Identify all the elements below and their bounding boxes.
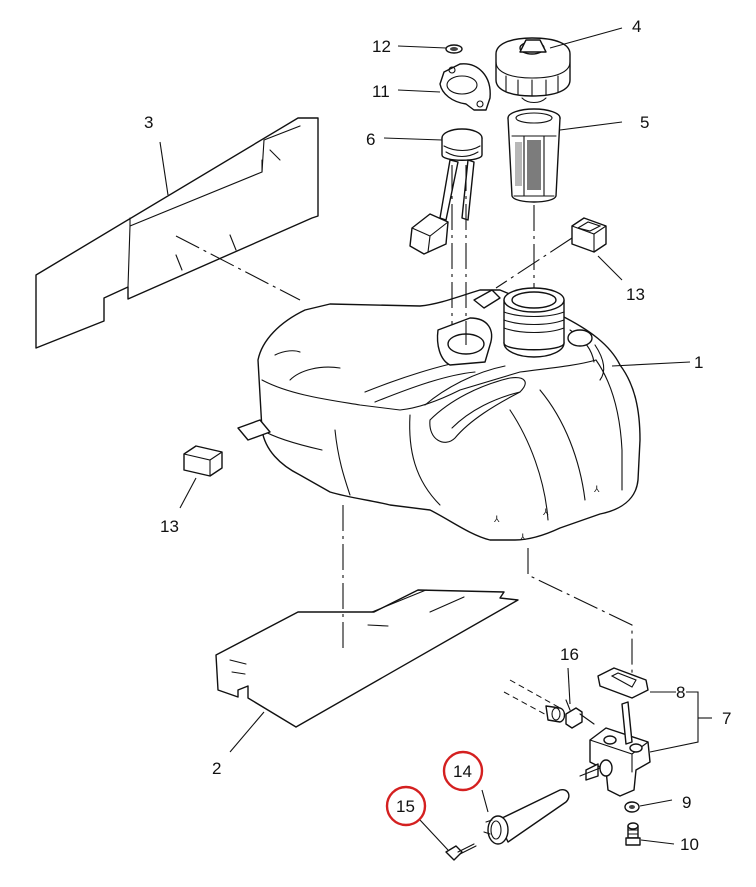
- part-8-gasket: [597, 667, 649, 699]
- part-11-gasket: [439, 63, 491, 111]
- callout-6: 6: [366, 130, 375, 149]
- part-9-washer: [624, 801, 640, 813]
- callout-4: 4: [632, 17, 641, 36]
- callout-5: 5: [640, 113, 649, 132]
- part-15-screw: [445, 843, 477, 861]
- fuel-cock-alignment-line: [527, 548, 633, 690]
- callout-14: 14: [453, 762, 472, 781]
- svg-text:⅄: ⅄: [593, 484, 600, 494]
- part-14-fuel-cock-lever: [483, 788, 570, 845]
- part-3-cover-plate: [35, 117, 319, 349]
- callout-10: 10: [680, 835, 699, 854]
- svg-text:⅄: ⅄: [493, 514, 500, 524]
- part-1-fuel-tank: ⅄ ⅄ ⅄ ⅄: [237, 287, 641, 542]
- part-3-alignment-line: [175, 235, 301, 301]
- part-7-fuel-cock-body: [579, 701, 651, 797]
- callout-13-lower: 13: [160, 517, 179, 536]
- callout-2: 2: [212, 759, 221, 778]
- svg-text:⅄: ⅄: [542, 507, 549, 517]
- part-6-fuel-gauge: [409, 128, 483, 255]
- part-13-grommet-lower: [183, 445, 223, 477]
- callout-3: 3: [144, 113, 153, 132]
- callout-8: 8: [676, 683, 685, 702]
- callout-7: 7: [722, 709, 731, 728]
- part-4-filler-cap: [495, 37, 571, 104]
- highlight-circle-14: [442, 750, 484, 792]
- svg-text:⅄: ⅄: [519, 532, 526, 542]
- highlight-circle-15: [385, 785, 427, 827]
- part-16-clamp-and-hose: [503, 679, 595, 729]
- callout-13-upper: 13: [626, 285, 645, 304]
- part-12-washer: [445, 44, 463, 54]
- callout-12: 12: [372, 37, 391, 56]
- leader-lines: [159, 27, 712, 851]
- part-5-fuel-filter: [507, 108, 561, 203]
- callout-11: 11: [372, 82, 390, 101]
- callout-1: 1: [694, 353, 703, 372]
- callout-15: 15: [396, 797, 415, 816]
- part-2-lower-plate: [215, 589, 519, 728]
- callout-9: 9: [682, 793, 691, 812]
- callout-16: 16: [560, 645, 579, 664]
- part-13-grommet-upper: [571, 217, 607, 253]
- part-10-bolt: [625, 822, 641, 846]
